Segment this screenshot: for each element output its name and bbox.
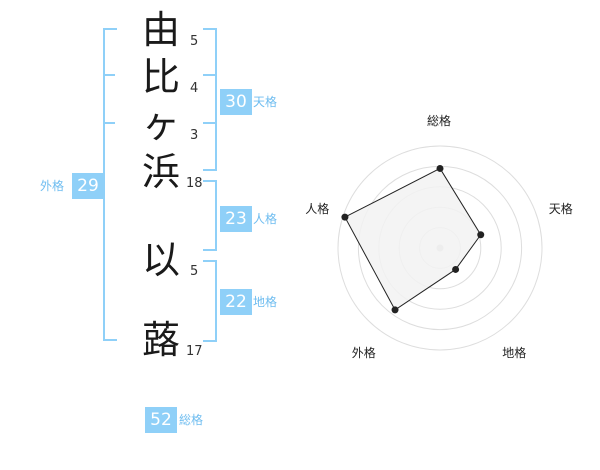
stroke-count-3: 3: [190, 128, 199, 143]
stroke-count-5: 5: [190, 264, 199, 279]
soukaku-label: 総格: [179, 413, 204, 427]
radar-axis-label-4: 外格: [351, 345, 376, 360]
radar-point-3: [452, 265, 460, 273]
gaikaku-bracket: [103, 28, 117, 341]
jinkaku-badge: 23: [220, 206, 252, 232]
stroke-count-1: 5: [190, 34, 199, 49]
tenkaku-label: 天格: [253, 95, 278, 109]
radar-grid-ring: [337, 145, 543, 351]
jinkaku-label: 人格: [253, 212, 278, 226]
name-char-6: 蕗: [141, 318, 180, 362]
tenkaku-bracket: [203, 28, 217, 171]
gaikaku-badge: 29: [72, 173, 104, 199]
chikaku-badge: 22: [220, 289, 252, 315]
stroke-count-2: 4: [190, 81, 199, 96]
radar-series-area: [344, 167, 482, 311]
bracket-tick: [203, 122, 215, 124]
gaikaku-label: 外格: [40, 179, 65, 193]
chikaku-label: 地格: [253, 295, 278, 309]
radar-point-5: [341, 213, 349, 221]
jinkaku-bracket: [203, 180, 217, 251]
radar-axis-label-2: 天格: [548, 202, 573, 217]
bracket-tick: [203, 74, 215, 76]
radar-axis-label-5: 人格: [305, 202, 330, 217]
stroke-count-6: 17: [186, 344, 203, 359]
name-char-4: 浜: [141, 150, 180, 194]
radar-axis-label-1: 総格: [427, 114, 452, 128]
radar-point-2: [477, 231, 485, 239]
chikaku-bracket: [203, 260, 217, 342]
radar-point-4: [391, 306, 399, 314]
radar-point-1: [436, 164, 444, 172]
bracket-tick: [103, 74, 115, 76]
name-char-1: 由: [141, 8, 180, 52]
name-char-2: 比: [141, 55, 180, 99]
stroke-count-4: 18: [186, 176, 203, 191]
tenkaku-badge: 30: [220, 89, 252, 115]
soukaku-badge: 52: [145, 407, 177, 433]
name-char-3: ヶ: [141, 102, 180, 146]
bracket-tick: [103, 122, 115, 124]
radar-axis-label-3: 地格: [502, 345, 527, 360]
name-char-5: 以: [141, 238, 180, 282]
